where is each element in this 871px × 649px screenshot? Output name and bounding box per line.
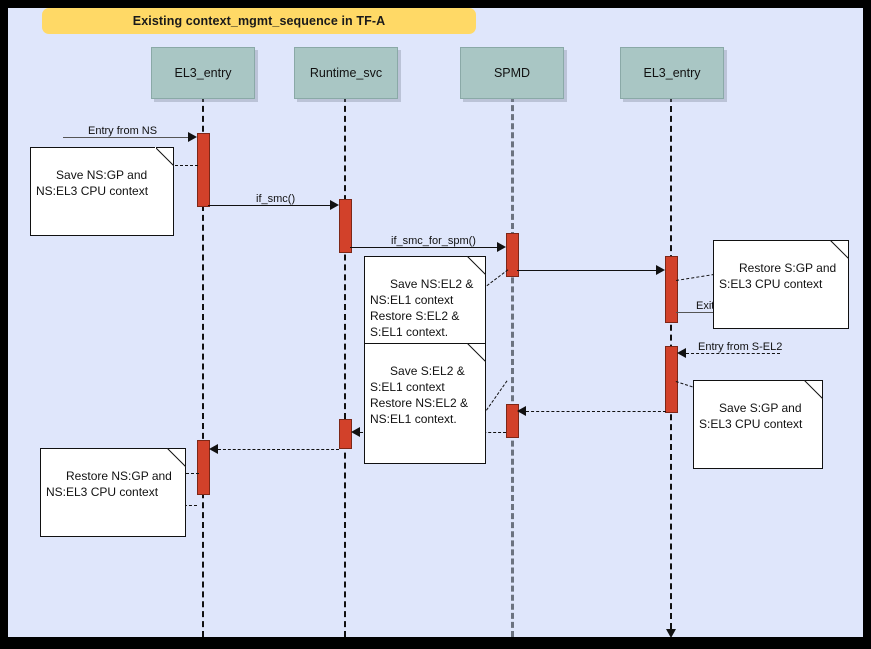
note-text: Save S:EL2 & S:EL1 context Restore NS:EL… bbox=[370, 364, 469, 426]
diagram-title-bar: Existing context_mgmt_sequence in TF-A bbox=[42, 8, 476, 34]
note-save-ns-gp: Save NS:GP and NS:EL3 CPU context bbox=[30, 147, 174, 236]
actor-label: EL3_entry bbox=[643, 66, 701, 80]
message-arrowhead-el3-entry-right-to-spmd bbox=[517, 406, 526, 416]
activation-spmd-2 bbox=[506, 404, 519, 438]
diagram-canvas: Existing context_mgmt_sequence in TF-A E… bbox=[8, 8, 863, 637]
actor-el3-entry-right[interactable]: EL3_entry bbox=[620, 47, 724, 99]
message-line-spmd-to-el3-entry-right bbox=[517, 270, 657, 271]
message-arrowhead-entry-from-s-el2 bbox=[677, 348, 686, 358]
note-connector-n5 bbox=[486, 380, 508, 411]
actor-spmd[interactable]: SPMD bbox=[460, 47, 564, 99]
note-fold-icon bbox=[155, 147, 174, 166]
message-label-if-smc: if_smc() bbox=[254, 193, 298, 205]
note-text: Save S:GP and S:EL3 CPU context bbox=[699, 401, 803, 431]
diagram-title: Existing context_mgmt_sequence in TF-A bbox=[132, 14, 386, 28]
message-arrowhead-if-smc bbox=[330, 200, 339, 210]
lifeline-end-arrow-icon bbox=[666, 629, 676, 637]
note-fold-icon bbox=[830, 240, 849, 259]
note-connector-n1 bbox=[160, 165, 198, 166]
activation-runtime-svc-1 bbox=[339, 199, 352, 253]
note-restore-s-gp: Restore S:GP and S:EL3 CPU context bbox=[713, 240, 849, 329]
activation-el3-entry-left-1 bbox=[197, 133, 210, 207]
message-line-entry-from-s-el2 bbox=[686, 353, 780, 354]
actor-label: Runtime_svc bbox=[309, 66, 383, 80]
message-line-if-smc bbox=[208, 205, 330, 206]
actor-runtime-svc[interactable]: Runtime_svc bbox=[294, 47, 398, 99]
actor-label: EL3_entry bbox=[174, 66, 232, 80]
note-fold-icon bbox=[167, 448, 186, 467]
note-text: Restore NS:GP and NS:EL3 CPU context bbox=[46, 469, 172, 499]
message-label-entry-from-ns: Entry from NS bbox=[86, 125, 160, 137]
message-line-entry-from-ns bbox=[63, 137, 188, 138]
note-text: Save NS:EL2 & NS:EL1 context Restore S:E… bbox=[370, 277, 474, 339]
message-arrowhead-entry-from-ns bbox=[188, 132, 197, 142]
message-label-if-smc-for-spm: if_smc_for_spm() bbox=[389, 235, 478, 247]
message-arrowhead-spmd-to-el3-entry-right bbox=[656, 265, 665, 275]
lifeline-runtime-svc bbox=[344, 96, 346, 637]
actor-label: SPMD bbox=[493, 66, 531, 80]
activation-spmd-1 bbox=[506, 233, 519, 277]
note-text: Save NS:GP and NS:EL3 CPU context bbox=[36, 168, 149, 198]
note-fold-icon bbox=[467, 343, 486, 362]
lifeline-spmd bbox=[511, 96, 514, 637]
note-save-s-gp: Save S:GP and S:EL3 CPU context bbox=[693, 380, 823, 469]
activation-el3-entry-right-1 bbox=[665, 256, 678, 323]
message-label-entry-from-s-el2: Entry from S-EL2 bbox=[696, 341, 785, 353]
activation-el3-entry-right-2 bbox=[665, 346, 678, 413]
note-save-s-el2: Save S:EL2 & S:EL1 context Restore NS:EL… bbox=[364, 343, 486, 464]
lifeline-el3-entry-left bbox=[202, 96, 204, 637]
message-line-runtime-svc-to-el3-entry-left bbox=[218, 449, 339, 450]
message-arrowhead-if-smc-for-spm bbox=[497, 242, 506, 252]
activation-el3-entry-left-2 bbox=[197, 440, 210, 495]
note-fold-icon bbox=[467, 256, 486, 275]
message-line-el3-entry-right-to-spmd bbox=[526, 411, 666, 412]
message-arrowhead-spmd-to-runtime-svc bbox=[351, 427, 360, 437]
note-restore-ns-gp: Restore NS:GP and NS:EL3 CPU context bbox=[40, 448, 186, 537]
actor-el3-entry-left[interactable]: EL3_entry bbox=[151, 47, 255, 99]
message-line-if-smc-for-spm bbox=[350, 247, 498, 248]
message-arrowhead-runtime-svc-to-el3-entry-left bbox=[209, 444, 218, 454]
note-fold-icon bbox=[804, 380, 823, 399]
note-text: Restore S:GP and S:EL3 CPU context bbox=[719, 261, 837, 291]
